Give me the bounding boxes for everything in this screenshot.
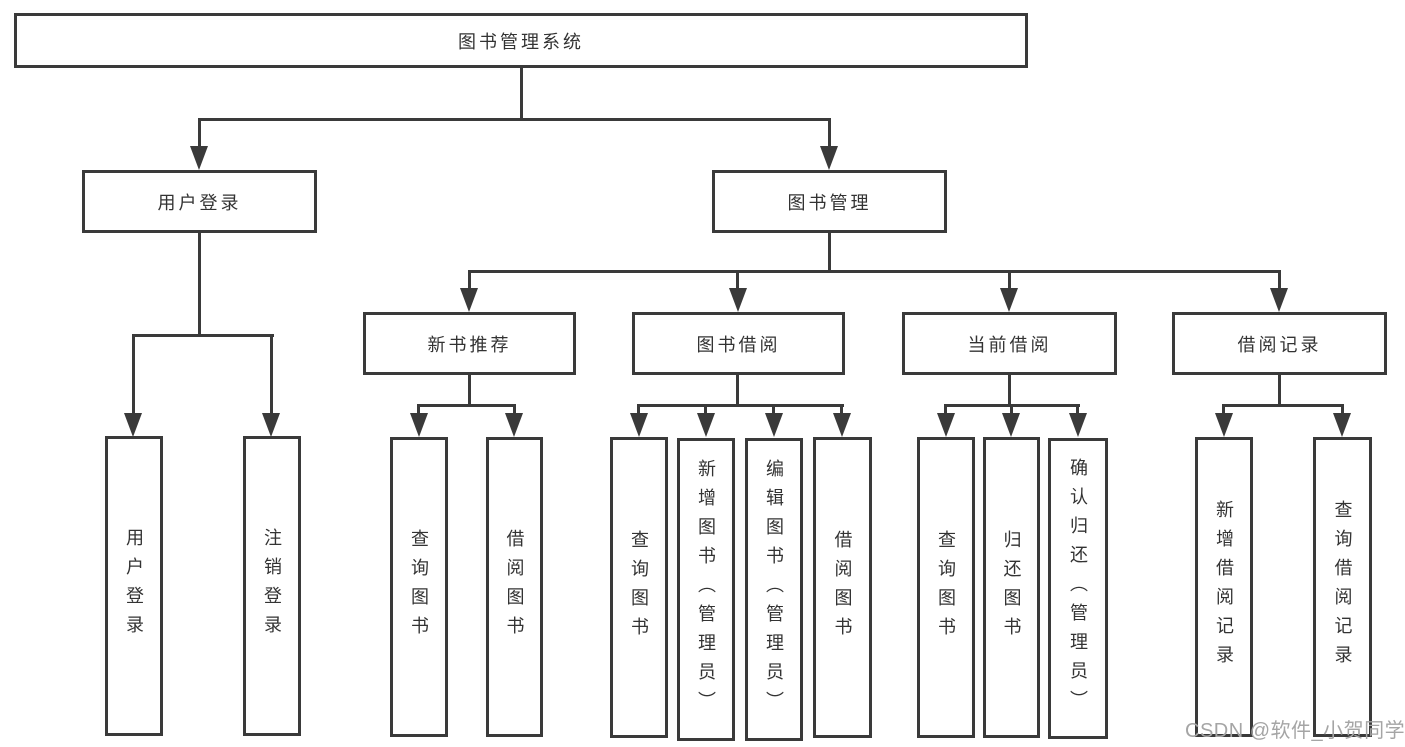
connector-drop xyxy=(1341,404,1344,414)
connector-drop-book-mgmt xyxy=(828,118,831,149)
connector-drop xyxy=(704,404,707,414)
arrowhead-down-icon xyxy=(410,413,428,437)
connector-drop-borrow-record xyxy=(1278,270,1281,290)
leaf-current-confirm-return-admin: 确认归还（管理员） xyxy=(1048,438,1108,739)
watermark: CSDN @软件_小贺同学 xyxy=(1185,720,1405,742)
leaf-newbook-borrow-books: 借阅图书 xyxy=(486,437,543,737)
connector-drop xyxy=(417,404,420,414)
connector-drop-user-login xyxy=(198,118,201,149)
connector-drop xyxy=(1222,404,1225,414)
leaf-logout: 注销登录 xyxy=(243,436,301,736)
arrowhead-down-icon xyxy=(190,146,208,170)
arrowhead-down-icon xyxy=(820,146,838,170)
node-book-borrow: 图书借阅 xyxy=(632,312,845,375)
arrowhead-down-icon xyxy=(833,413,851,437)
connector-drop xyxy=(637,404,640,414)
arrowhead-down-icon xyxy=(1215,413,1233,437)
arrowhead-down-icon xyxy=(697,413,715,437)
connector-drop xyxy=(772,404,775,414)
leaf-borrow-add-books-admin: 新增图书（管理员） xyxy=(677,438,735,741)
connector-current-borrow-trunk xyxy=(1008,375,1011,406)
leaf-newbook-query-books: 查询图书 xyxy=(390,437,448,737)
node-new-book-recommend: 新书推荐 xyxy=(363,312,576,375)
connector-drop-leaf-logout xyxy=(270,334,273,414)
connector-drop xyxy=(840,404,843,414)
connector-drop xyxy=(944,404,947,414)
connector-new-book-hline xyxy=(417,404,516,407)
connector-level1-hline xyxy=(198,118,831,121)
node-current-borrow: 当前借阅 xyxy=(902,312,1117,375)
arrowhead-down-icon xyxy=(124,413,142,437)
leaf-record-query-borrow-record: 查询借阅记录 xyxy=(1313,437,1372,737)
node-root: 图书管理系统 xyxy=(14,13,1028,68)
connector-borrow-record-hline xyxy=(1222,404,1343,407)
node-book-mgmt: 图书管理 xyxy=(712,170,947,233)
leaf-record-add-borrow-record: 新增借阅记录 xyxy=(1195,437,1253,737)
connector-new-book-trunk xyxy=(468,375,471,406)
leaf-borrow-edit-books-admin: 编辑图书（管理员） xyxy=(745,438,803,741)
arrowhead-down-icon xyxy=(1270,288,1288,312)
connector-drop-new-book xyxy=(468,270,471,290)
connector-drop xyxy=(1076,404,1079,414)
arrowhead-down-icon xyxy=(765,413,783,437)
arrowhead-down-icon xyxy=(505,413,523,437)
connector-user-login-trunk xyxy=(198,233,201,337)
arrowhead-down-icon xyxy=(1333,413,1351,437)
connector-drop xyxy=(1010,404,1013,414)
arrowhead-down-icon xyxy=(1002,413,1020,437)
leaf-current-query-books: 查询图书 xyxy=(917,437,975,738)
connector-drop-current-borrow xyxy=(1008,270,1011,290)
leaf-borrow-query-books: 查询图书 xyxy=(610,437,668,738)
leaf-user-login: 用户登录 xyxy=(105,436,163,736)
connector-drop xyxy=(513,404,516,414)
arrowhead-down-icon xyxy=(262,413,280,437)
leaf-borrow-borrow-books: 借阅图书 xyxy=(813,437,872,738)
connector-root-trunk xyxy=(520,68,523,119)
node-borrow-record: 借阅记录 xyxy=(1172,312,1387,375)
node-user-login: 用户登录 xyxy=(82,170,317,233)
arrowhead-down-icon xyxy=(460,288,478,312)
connector-book-borrow-hline xyxy=(637,404,844,407)
connector-book-mgmt-trunk xyxy=(828,233,831,273)
connector-borrow-record-trunk xyxy=(1278,375,1281,406)
connector-user-login-hline xyxy=(132,334,274,337)
arrowhead-down-icon xyxy=(630,413,648,437)
arrowhead-down-icon xyxy=(729,288,747,312)
connector-book-borrow-trunk xyxy=(736,375,739,406)
connector-level2-hline xyxy=(468,270,1281,273)
connector-drop-leaf-user-login xyxy=(132,334,135,414)
connector-drop-book-borrow xyxy=(736,270,739,290)
arrowhead-down-icon xyxy=(937,413,955,437)
leaf-current-return-books: 归还图书 xyxy=(983,437,1040,738)
arrowhead-down-icon xyxy=(1069,413,1087,437)
arrowhead-down-icon xyxy=(1000,288,1018,312)
